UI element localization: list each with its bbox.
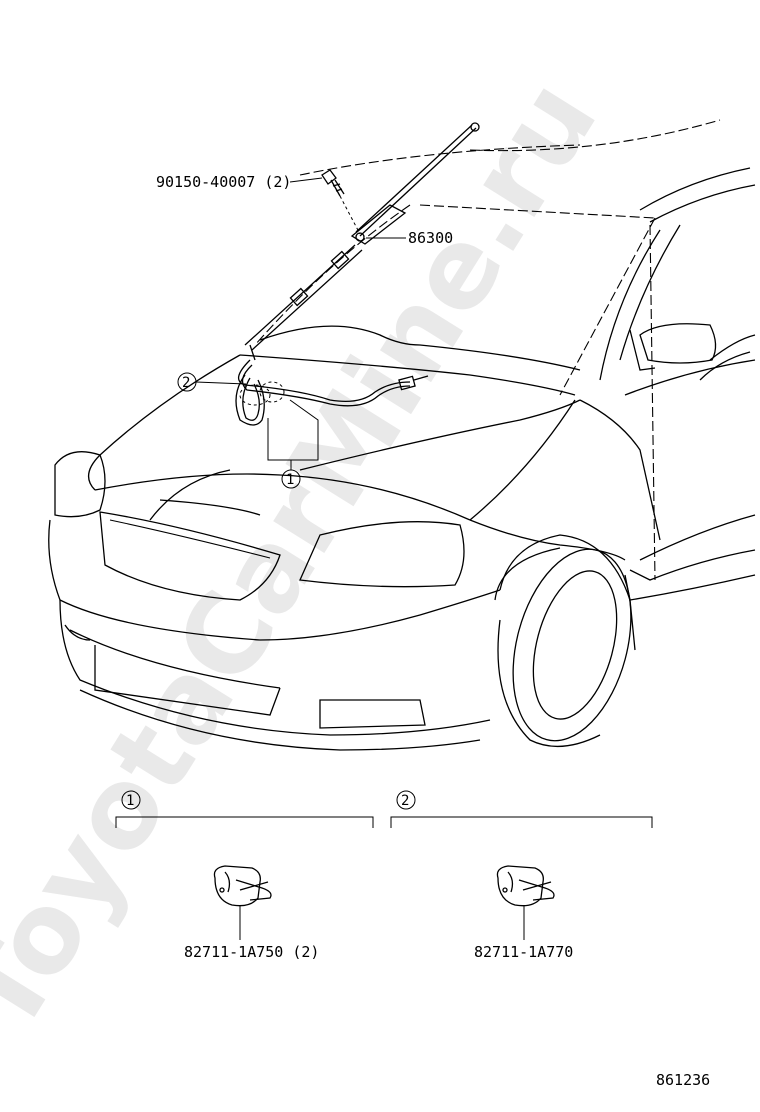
illustration-number: 861236 [656,1071,710,1089]
part-label-screw: 90150-40007 (2) [156,173,291,191]
clamp-icon-2 [496,865,555,907]
detail-section-1: 1 82711-1A750 (2) [115,790,374,961]
part-label-antenna: 86300 [408,229,453,247]
car-body-outline [48,119,756,751]
part-label-clamp-2: 82711-1A770 [474,943,573,961]
screw-leader-line [339,195,361,235]
screw-leader [289,177,323,183]
detail-section-2: 2 82711-1A770 [390,790,653,961]
detail-2-number: 2 [401,793,409,809]
callout-2-leader [195,381,247,385]
detail-1-number: 1 [126,793,134,809]
part-label-clamp-1: 82711-1A750 (2) [184,943,319,961]
callout-1-label: 1 [286,472,294,488]
clamp-icon-1 [213,865,272,907]
antenna-assembly [235,122,480,426]
callout-1-leader [267,399,319,470]
callout-2-label: 2 [182,375,190,391]
screw-icon [321,169,345,197]
